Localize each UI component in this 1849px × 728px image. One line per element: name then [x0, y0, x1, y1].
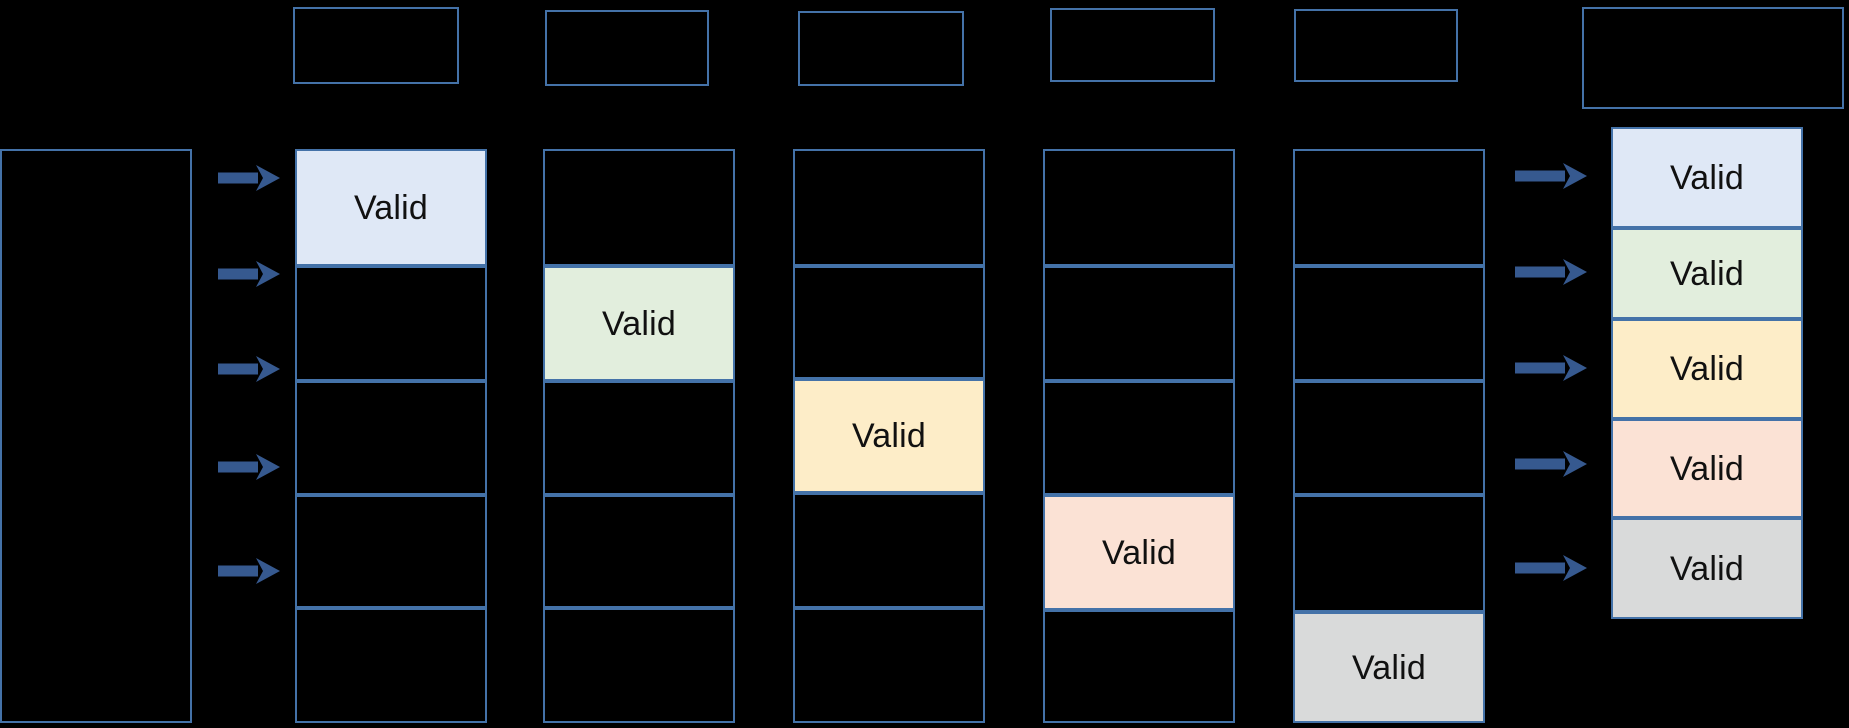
cell-label: Valid	[1669, 158, 1745, 197]
cell-empty	[543, 608, 735, 723]
arrow-result-row-4	[1515, 449, 1587, 479]
cell-valid: Valid	[1611, 228, 1803, 319]
cell-empty	[1293, 495, 1485, 612]
header-box-1	[293, 7, 459, 84]
cell-empty	[543, 381, 735, 495]
header-box-3	[798, 11, 964, 86]
cell-valid: Valid	[1043, 495, 1235, 610]
header-box-6	[1582, 7, 1844, 109]
cell-empty	[543, 495, 735, 608]
cell-label: Valid	[1669, 350, 1745, 388]
cell-empty	[1043, 149, 1235, 266]
header-box-2	[545, 10, 709, 86]
cell-label: Valid	[353, 188, 429, 227]
cell-empty	[793, 149, 985, 266]
cell-label: Valid	[601, 304, 677, 343]
arrow-result-row-2	[1515, 257, 1587, 287]
cell-empty	[1293, 266, 1485, 381]
arrow-source-row-5	[218, 556, 280, 586]
cell-empty	[1043, 381, 1235, 495]
arrow-source-row-3	[218, 354, 280, 384]
arrow-result-row-3	[1515, 353, 1587, 383]
cell-empty	[793, 266, 985, 379]
cell-empty	[543, 149, 735, 266]
header-box-5	[1294, 9, 1458, 82]
cell-valid: Valid	[1293, 612, 1485, 723]
cell-label: Valid	[1669, 449, 1745, 488]
cell-empty	[793, 493, 985, 608]
cell-empty	[295, 608, 487, 723]
cell-empty	[295, 495, 487, 608]
cell-empty	[1043, 266, 1235, 381]
cell-label: Valid	[851, 417, 927, 455]
arrow-result-row-5	[1515, 553, 1587, 583]
cell-empty	[1293, 381, 1485, 495]
cell-empty	[295, 266, 487, 381]
arrow-source-row-1	[218, 163, 280, 193]
source-box	[0, 149, 192, 723]
cell-label: Valid	[1669, 549, 1745, 588]
header-box-4	[1050, 8, 1215, 82]
cell-empty	[295, 381, 487, 495]
cell-valid: Valid	[295, 149, 487, 266]
cell-label: Valid	[1101, 533, 1177, 572]
cell-empty	[793, 608, 985, 723]
arrow-result-row-1	[1515, 161, 1587, 191]
cell-label: Valid	[1669, 254, 1745, 293]
cell-empty	[1293, 149, 1485, 266]
arrow-source-row-2	[218, 259, 280, 289]
cell-valid: Valid	[1611, 127, 1803, 228]
cell-label: Valid	[1351, 648, 1427, 687]
cell-empty	[1043, 610, 1235, 723]
cell-valid: Valid	[793, 379, 985, 493]
cell-valid: Valid	[1611, 518, 1803, 619]
cell-valid: Valid	[543, 266, 735, 381]
cell-valid: Valid	[1611, 419, 1803, 518]
cell-valid: Valid	[1611, 319, 1803, 419]
arrow-source-row-4	[218, 452, 280, 482]
